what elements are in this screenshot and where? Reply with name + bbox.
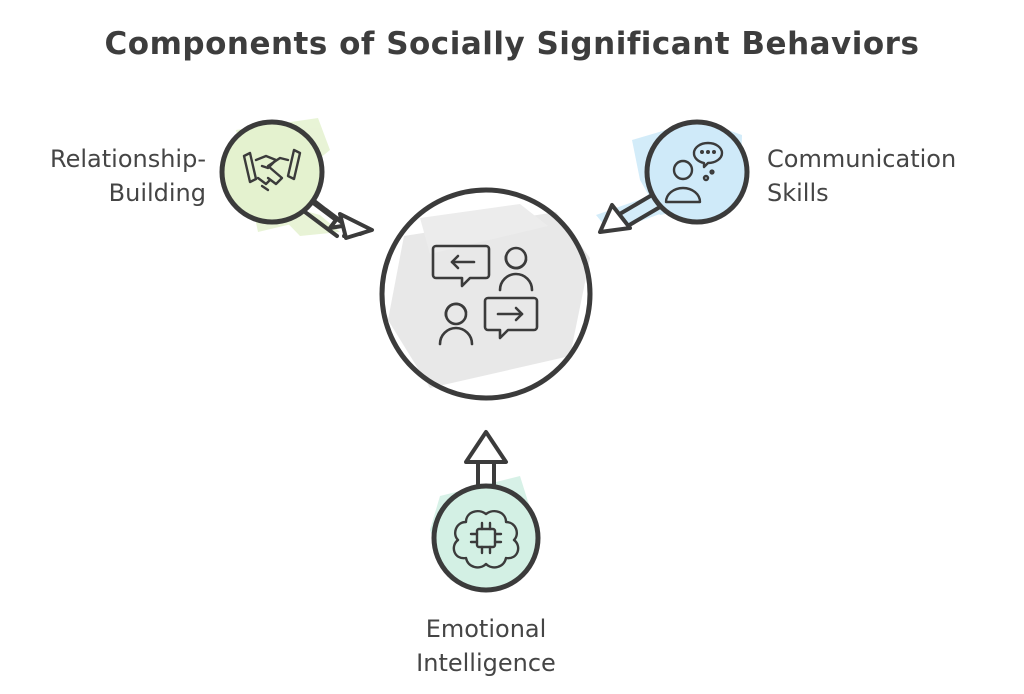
relationship-building-label: Relationship- Building: [0, 142, 206, 210]
emotional-intelligence-label: Emotional Intelligence: [370, 612, 602, 680]
emotional-node: [431, 483, 541, 593]
relationship-label-line-2: Building: [108, 179, 206, 207]
center-node: [379, 187, 593, 401]
person-speech-bubble-icon: [664, 141, 724, 204]
relationship-label-line-1: Relationship-: [50, 145, 206, 173]
arrow-relationship-to-center: [303, 198, 374, 240]
arrow-communication-to-center: [598, 193, 662, 234]
communication-label-line-1: Communication: [767, 145, 957, 173]
communication-label-line-2: Skills: [767, 179, 829, 207]
communication-skills-label: Communication Skills: [767, 142, 1007, 210]
brain-chip-icon: [452, 510, 520, 569]
emotional-label-line-2: Intelligence: [416, 649, 556, 677]
relationship-node: [219, 119, 325, 225]
emotional-label-line-1: Emotional: [425, 615, 547, 643]
diagram-title: Components of Socially Significant Behav…: [104, 26, 920, 62]
handshake-icon: [242, 148, 302, 192]
conversation-icon: [431, 244, 539, 346]
communication-node: [644, 119, 750, 225]
